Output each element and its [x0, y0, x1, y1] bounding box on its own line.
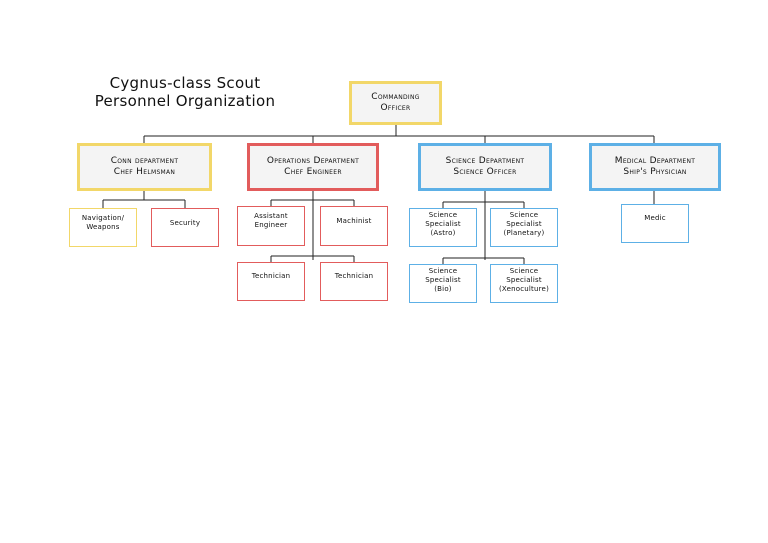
node-label-line: Operations Department	[266, 156, 360, 166]
node-label-line: Technician	[334, 272, 374, 280]
node-label-line: Ship's Physician	[623, 167, 687, 177]
machinist-box: Machinist	[320, 206, 388, 246]
node-label-line: Chef Helmsman	[113, 167, 176, 177]
node-label-line: Specialist	[425, 220, 461, 228]
node-label-line: Navigation/	[81, 214, 125, 222]
node-label-line: Engineer	[254, 221, 288, 229]
node-label-line: (Bio)	[434, 285, 452, 293]
title-line-2: Personnel Organization	[94, 92, 276, 110]
navigation-weapons-box: Navigation/Weapons	[69, 208, 137, 247]
technician-box-2: Technician	[320, 262, 388, 301]
title-line-1: Cygnus-class Scout	[109, 74, 261, 92]
node-label-line: Science Officer	[453, 167, 517, 177]
node-label-line: Science	[428, 267, 458, 275]
node-label-line: (Xenoculture)	[498, 285, 549, 293]
node-label-line: Technician	[251, 272, 291, 280]
node-label-line: Science	[509, 211, 539, 219]
node-label-line: (Astro)	[430, 229, 456, 237]
technician-box-1: Technician	[237, 262, 305, 301]
node-label-line: Medic	[644, 214, 666, 222]
security-box: Security	[151, 208, 219, 247]
medic-box: Medic	[621, 204, 689, 243]
node-label-line: Specialist	[506, 220, 542, 228]
node-label-line: Commanding	[371, 92, 420, 102]
node-label-line: Machinist	[336, 217, 372, 225]
node-label-line: Officer	[380, 103, 411, 113]
node-label-line: Chef Engineer	[284, 167, 342, 177]
node-label-line: (Planetary)	[503, 229, 545, 237]
node-label-line: Specialist	[506, 276, 542, 284]
node-label-line: Assistant	[254, 212, 288, 220]
node-label-line: Medical Department	[614, 156, 696, 166]
node-label-line: Security	[169, 219, 201, 227]
page-title: Cygnus-class Scout Personnel Organizatio…	[80, 74, 290, 110]
node-label-line: Specialist	[425, 276, 461, 284]
node-label-line: Science	[509, 267, 539, 275]
node-label-line: Conn department	[110, 156, 179, 166]
node-label-line: Weapons	[86, 223, 120, 231]
node-label-line: Science Department	[445, 156, 525, 166]
node-label-line: Science	[428, 211, 458, 219]
